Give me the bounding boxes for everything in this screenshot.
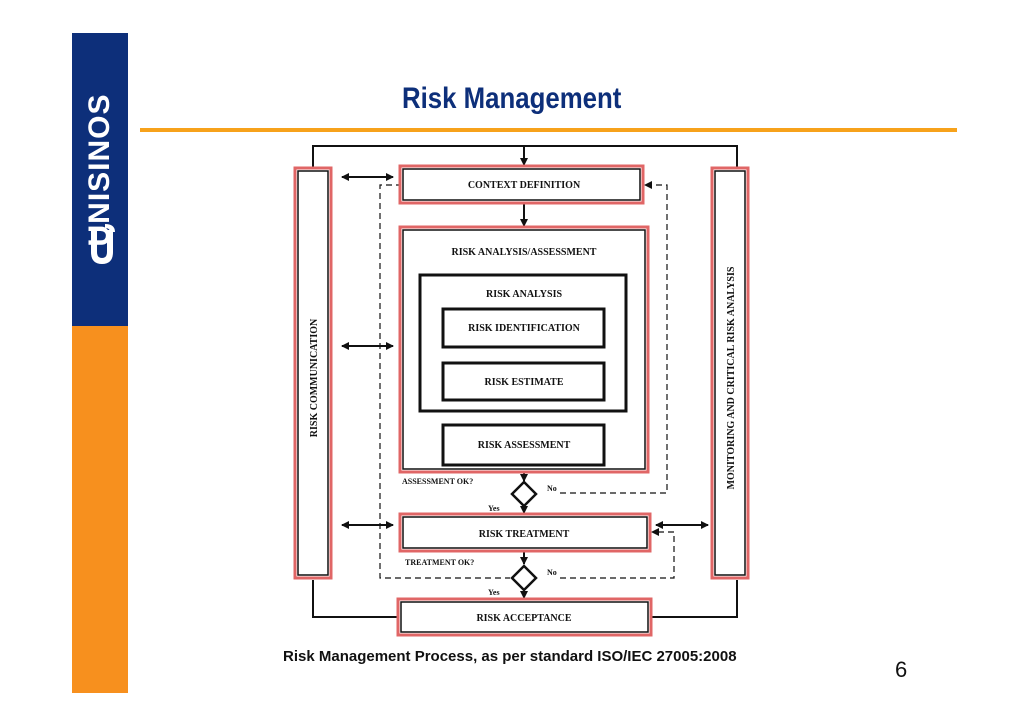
dashed-feedback-loop [379,184,675,579]
risk-identification-label: RISK IDENTIFICATION [468,323,581,334]
dashed-arrowhead-context [644,181,652,189]
risk-analysis-assessment-label: RISK ANALYSIS/ASSESSMENT [452,247,597,258]
assessment-no-label: No [547,484,557,493]
risk-identification-box [441,307,606,349]
dashed-arrowhead-treatment [651,528,659,536]
assessment-ok-label: ASSESSMENT OK? [402,477,473,486]
assessment-yes-label: Yes [488,504,500,513]
treatment-no-label: No [547,568,557,577]
context-definition-box [398,164,645,205]
risk-estimate-label: RISK ESTIMATE [484,377,563,388]
risk-acceptance-label: RISK ACCEPTANCE [476,613,571,624]
slide-title: Risk Management [402,82,622,115]
risk-communication-bar [293,166,333,580]
monitoring-label: MONITORING AND CRITICAL RISK ANALYSIS [726,266,737,489]
risk-assessment-label: RISK ASSESSMENT [478,440,571,451]
treatment-decision-diamond [510,564,538,592]
unisinos-logo-icon [91,224,115,264]
treatment-yes-label: Yes [488,588,500,597]
sidebar-brand-orange [72,326,128,693]
title-divider [140,128,957,132]
communication-arrows [341,173,709,529]
page-number: 6 [895,657,908,682]
risk-acceptance-box [396,597,653,637]
sidebar-brand-blue [72,33,128,326]
context-definition-label: CONTEXT DEFINITION [468,180,581,191]
diagram-caption: Risk Management Process, as per standard… [283,648,737,665]
risk-analysis-label: RISK ANALYSIS [486,289,562,300]
assessment-decision-diamond [510,480,538,508]
risk-estimate-box [441,361,606,402]
risk-assessment-box [441,423,606,467]
monitoring-bar [710,166,750,580]
treatment-ok-label: TREATMENT OK? [405,558,474,567]
risk-communication-label: RISK COMMUNICATION [309,318,320,437]
risk-treatment-label: RISK TREATMENT [479,529,570,540]
risk-treatment-box [398,512,652,553]
